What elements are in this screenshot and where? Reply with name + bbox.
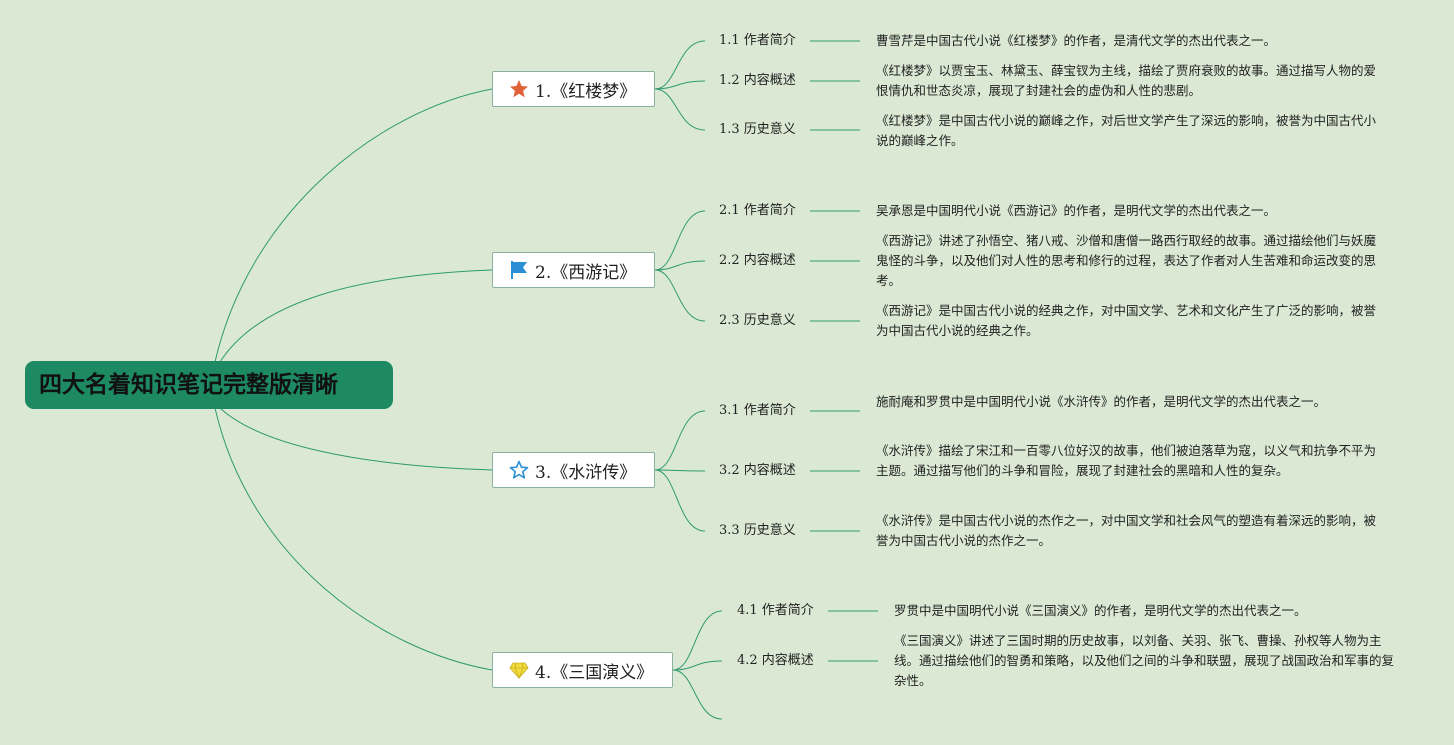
star-outline-icon: [509, 460, 529, 480]
branch-shuihuzhuan[interactable]: 3.《水浒传》: [492, 452, 655, 488]
branch-3-curve-2: [654, 469, 706, 472]
branch-1-curve-1: [654, 40, 706, 90]
branch-label: 2.《西游记》: [535, 262, 637, 283]
branch-2-curve-1: [654, 210, 706, 271]
description-4-1: 罗贯中是中国明代小说《三国演义》的作者，是明代文学的杰出代表之一。: [894, 603, 1307, 618]
subtopic-1-1[interactable]: 1.1 作者简介: [719, 33, 796, 48]
subtopic-2-2[interactable]: 2.2 内容概述: [719, 253, 796, 268]
root-to-branch-2: [219, 269, 493, 363]
branch-3-curve-3: [654, 469, 706, 532]
branch-4-curve-1: [672, 610, 723, 671]
subtopic-3-1[interactable]: 3.1 作者简介: [719, 403, 796, 418]
description-1-1: 曹雪芹是中国古代小说《红楼梦》的作者，是清代文学的杰出代表之一。: [876, 33, 1277, 48]
subtopic-2-1[interactable]: 2.1 作者简介: [719, 203, 796, 218]
subtopic-3-2[interactable]: 3.2 内容概述: [719, 463, 796, 478]
branch-4-curve-2: [672, 660, 723, 671]
branch-hongloumeng[interactable]: 1.《红楼梦》: [492, 71, 655, 107]
description-2-2: 《西游记》讲述了孙悟空、猪八戒、沙僧和唐僧一路西行取经的故事。通过描绘他们与妖魔…: [876, 233, 1377, 288]
diamond-icon: [509, 660, 529, 680]
branch-label: 4.《三国演义》: [535, 662, 654, 683]
branch-1-curve-3: [654, 88, 706, 131]
root-to-branch-3: [219, 407, 493, 471]
branch-1-curve-2: [654, 80, 706, 90]
subtopic-1-3[interactable]: 1.3 历史意义: [719, 122, 796, 137]
branch-label: 3.《水浒传》: [535, 462, 637, 483]
description-4-2: 《三国演义》讲述了三国时期的历史故事，以刘备、关羽、张飞、曹操、孙权等人物为主线…: [894, 633, 1395, 688]
subtopic-1-2[interactable]: 1.2 内容概述: [719, 73, 796, 88]
branch-4-curve-3: [672, 669, 723, 720]
branch-label: 1.《红楼梦》: [535, 81, 637, 102]
subtopic-3-3[interactable]: 3.3 历史意义: [719, 523, 796, 538]
root-topic[interactable]: 四大名着知识笔记完整版清晰: [25, 361, 393, 409]
root-to-branch-4: [214, 407, 493, 671]
star-filled-icon: [509, 79, 529, 99]
description-2-1: 吴承恩是中国明代小说《西游记》的作者，是明代文学的杰出代表之一。: [876, 203, 1277, 218]
subtopic-4-2[interactable]: 4.2 内容概述: [737, 653, 814, 668]
branch-2-curve-3: [654, 269, 706, 322]
subtopic-4-1[interactable]: 4.1 作者简介: [737, 603, 814, 618]
branch-3-curve-1: [654, 410, 706, 471]
description-3-1: 施耐庵和罗贯中是中国明代小说《水浒传》的作者，是明代文学的杰出代表之一。: [876, 394, 1327, 409]
root-title: 四大名着知识笔记完整版清晰: [39, 372, 338, 398]
description-1-3: 《红楼梦》是中国古代小说的巅峰之作，对后世文学产生了深远的影响，被誉为中国古代小…: [876, 113, 1377, 148]
subtopic-2-3[interactable]: 2.3 历史意义: [719, 313, 796, 328]
flag-icon: [509, 260, 529, 280]
description-1-2: 《红楼梦》以贾宝玉、林黛玉、薛宝钗为主线，描绘了贾府衰败的故事。通过描写人物的爱…: [876, 63, 1377, 98]
root-to-branch-1: [214, 88, 493, 363]
description-3-3: 《水浒传》是中国古代小说的杰作之一，对中国文学和社会风气的塑造有着深远的影响，被…: [876, 513, 1377, 548]
branch-xiyouji[interactable]: 2.《西游记》: [492, 252, 655, 288]
description-2-3: 《西游记》是中国古代小说的经典之作，对中国文学、艺术和文化产生了广泛的影响，被誉…: [876, 303, 1377, 338]
branch-2-curve-2: [654, 260, 706, 271]
description-3-2: 《水浒传》描绘了宋江和一百零八位好汉的故事，他们被迫落草为寇，以义气和抗争不平为…: [876, 443, 1377, 478]
branch-sanguoyanyi[interactable]: 4.《三国演义》: [492, 652, 673, 688]
